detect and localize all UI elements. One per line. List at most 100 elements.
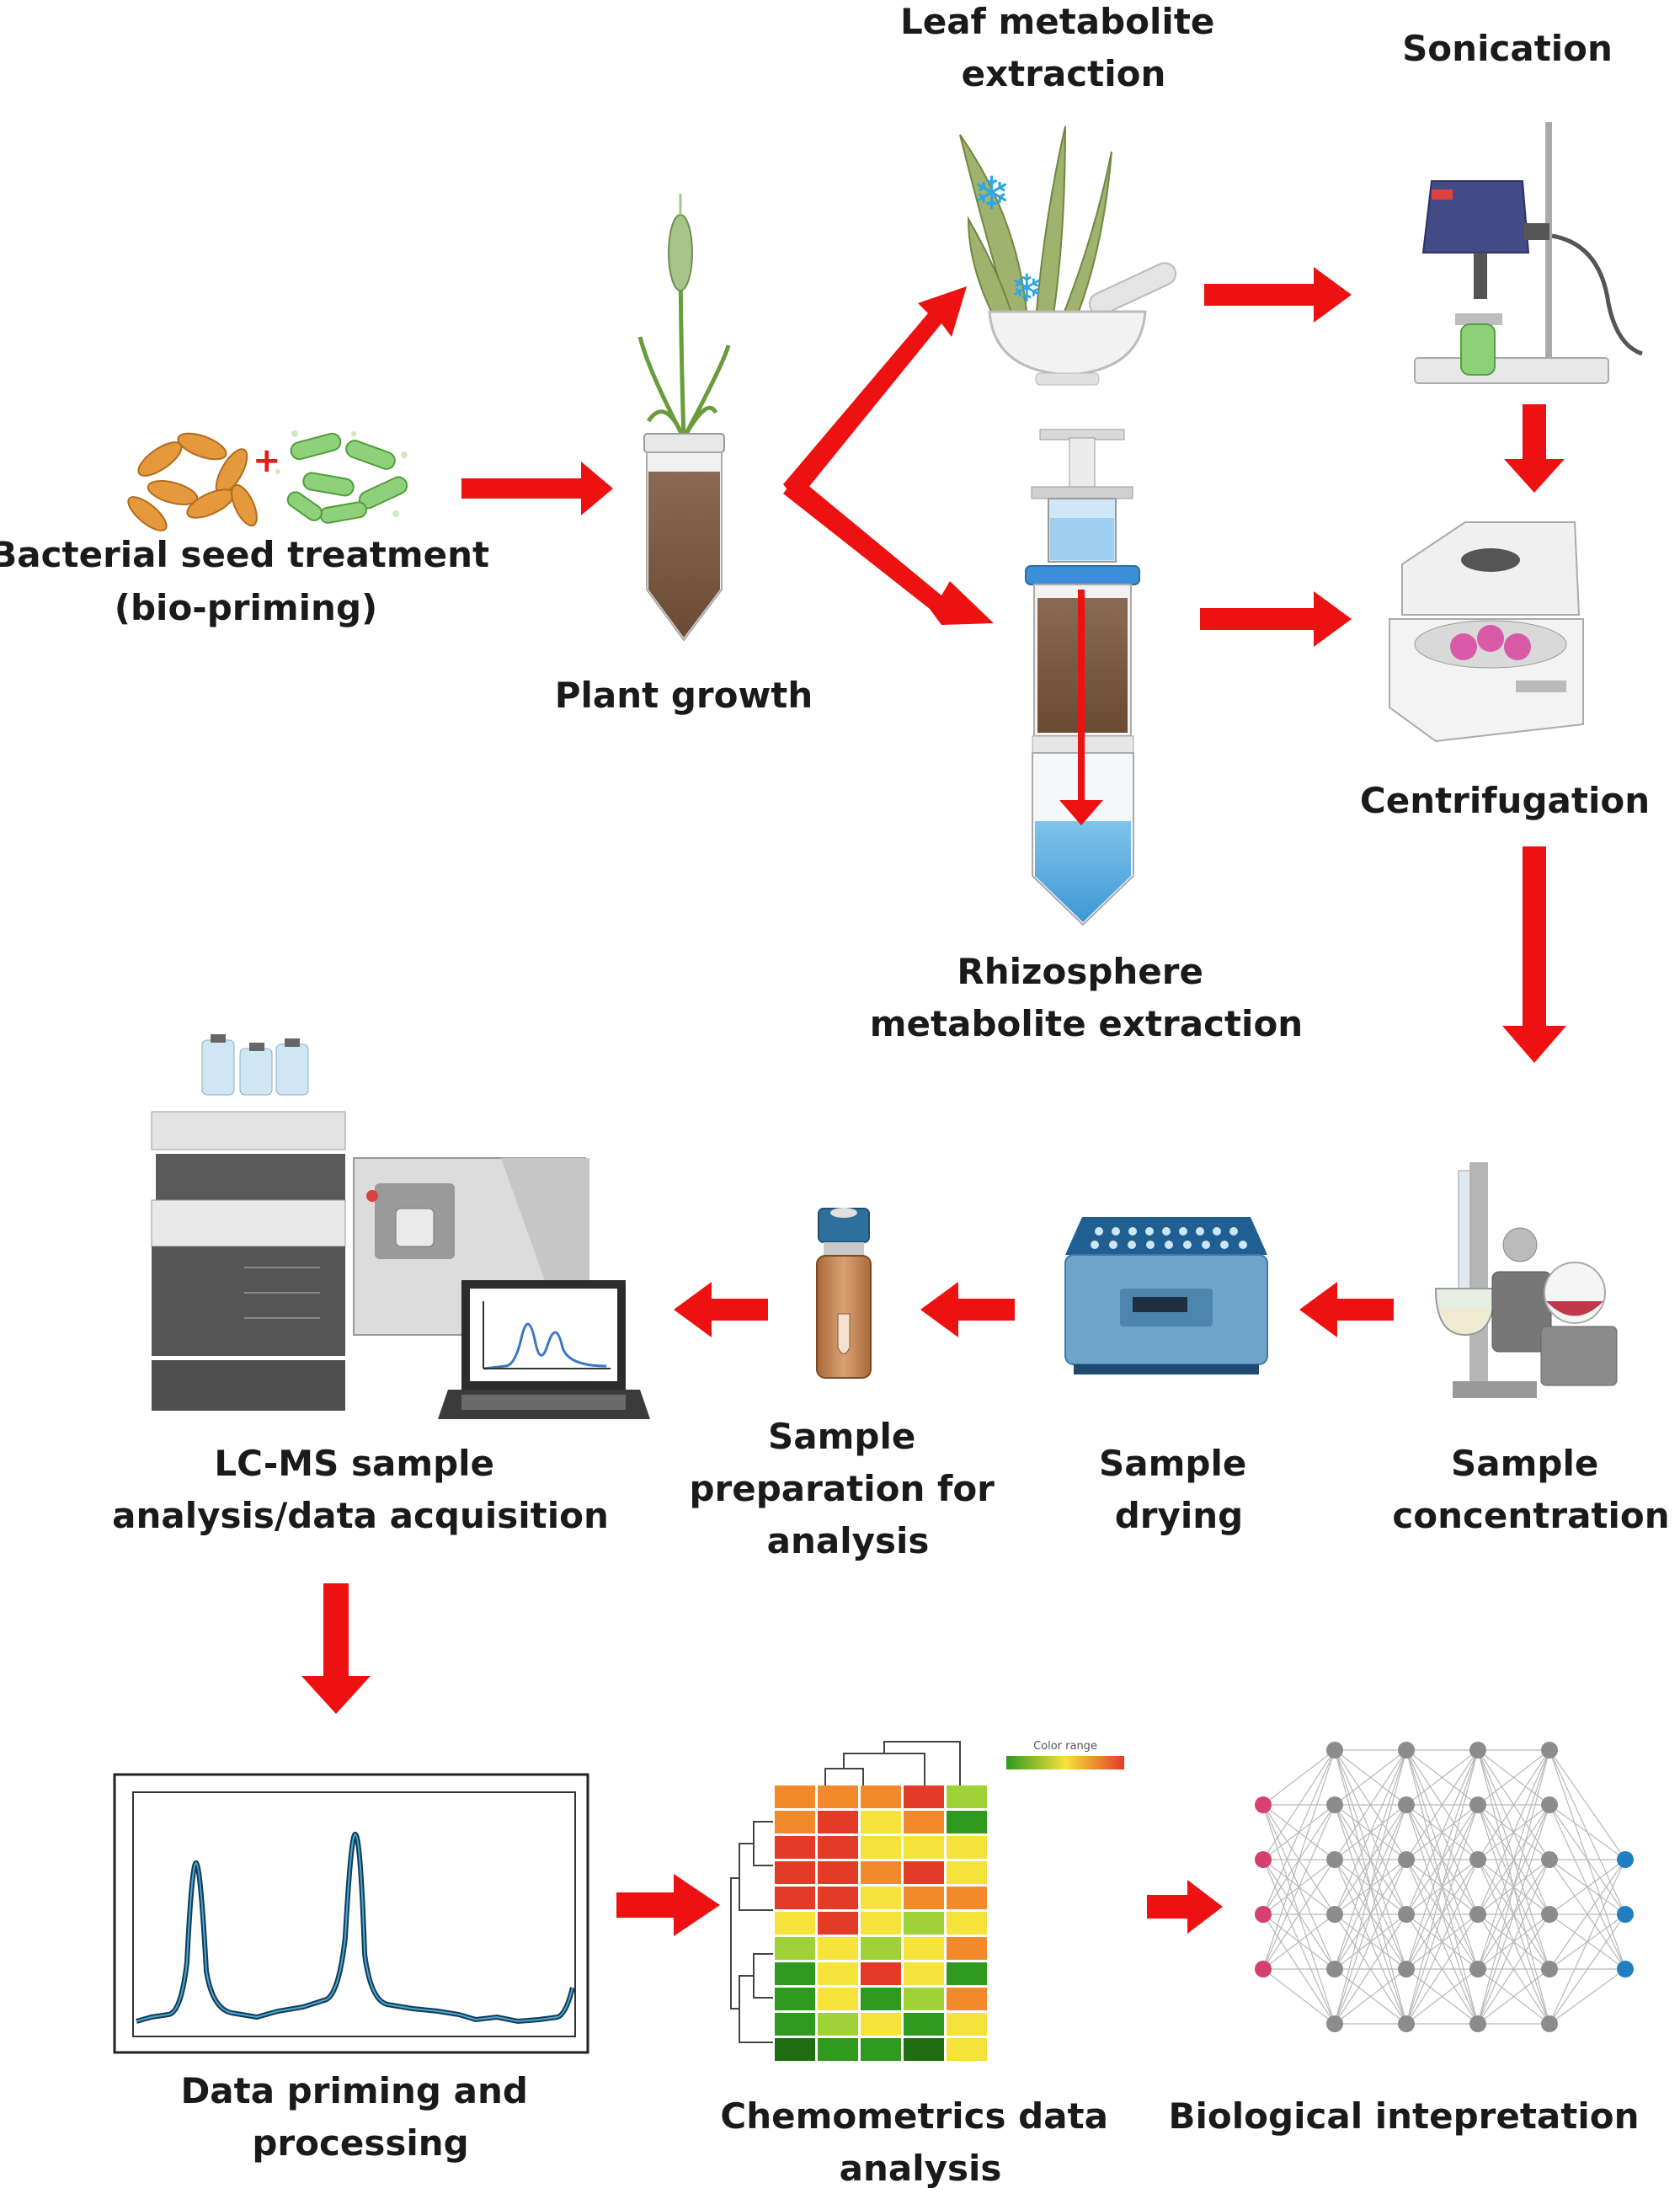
- label-biological: Biological intepretation: [1168, 2095, 1639, 2137]
- nn-node: [1541, 1851, 1558, 1868]
- arrow-plant-to-leaf: [783, 286, 967, 502]
- nn-connection: [1477, 1804, 1550, 2025]
- svg-text:❄: ❄: [973, 167, 1011, 220]
- nn-connection: [1334, 1859, 1407, 2025]
- nn-connection: [1262, 1749, 1336, 1915]
- nn-connection: [1405, 1749, 1479, 1860]
- heatmap-cell: [861, 2038, 901, 2061]
- chromatogram-icon: [113, 1773, 589, 2054]
- nn-connection: [1334, 1968, 1407, 2025]
- nn-node: [1255, 1851, 1272, 1868]
- nn-connection: [1477, 1749, 1550, 1860]
- nn-node: [1326, 1742, 1343, 1759]
- nn-node: [1541, 1906, 1558, 1923]
- label-data-processing: Data priming and processing: [180, 2070, 540, 2164]
- heatmap-cell: [904, 1785, 944, 1808]
- arrow-data-to-chemometrics: [616, 1874, 720, 1936]
- nn-node: [1255, 1961, 1272, 1977]
- heatmap-cell: [775, 1811, 815, 1833]
- nn-connection: [1549, 1859, 1626, 1970]
- nn-node: [1469, 1961, 1486, 1977]
- heatmap-cell: [818, 1887, 858, 1909]
- sample-vial-icon: [816, 1208, 872, 1379]
- arrow-drying-to-preparation: [920, 1282, 1015, 1337]
- nn-connection: [1477, 1859, 1550, 2025]
- nn-node: [1541, 1961, 1558, 1977]
- heatmap-cell: [818, 1811, 858, 1833]
- heatmap-cell: [861, 1912, 901, 1935]
- heatmap-cell: [818, 1861, 858, 1884]
- heatmap-grid: [775, 1785, 987, 2061]
- label-centrifugation: Centrifugation: [1360, 780, 1650, 821]
- nn-connection: [1334, 1804, 1407, 2025]
- heatmap-cell: [861, 1811, 901, 1833]
- nn-connection: [1549, 1859, 1626, 2025]
- heatmap-cell: [904, 1962, 944, 1985]
- nn-node: [1398, 1742, 1415, 1759]
- sonicator-icon: [1414, 122, 1643, 384]
- nn-connection: [1262, 1749, 1336, 1806]
- nn-connection: [1334, 1749, 1407, 1970]
- nn-connection: [1477, 1749, 1550, 2025]
- nn-node: [1326, 1961, 1343, 1977]
- nn-connection: [1549, 1913, 1626, 2025]
- heatmap-cell: [947, 1937, 987, 1960]
- nn-connection: [1549, 1804, 1626, 1860]
- svg-text:❄: ❄: [1011, 265, 1043, 311]
- heatmap-cell: [861, 1988, 901, 2010]
- nn-node: [1255, 1906, 1272, 1923]
- heatmap-cell: [775, 1912, 815, 1935]
- nn-node: [1398, 1851, 1415, 1868]
- label-chemometrics: Chemometrics data analysis: [720, 2095, 1120, 2189]
- heatmap-cell: [904, 1861, 944, 1884]
- nn-node: [1398, 1906, 1415, 1923]
- heatmap-cell: [775, 2038, 815, 2061]
- heatmap-cell: [775, 1836, 815, 1859]
- heatmap-cell: [775, 1988, 815, 2010]
- heatmap-cell: [947, 1912, 987, 1935]
- nn-node: [1469, 1742, 1486, 1759]
- heatmap-cell: [818, 1988, 858, 2010]
- heatmap-cell: [818, 2038, 858, 2061]
- nn-connection: [1405, 1913, 1479, 2025]
- heatmap-cell: [818, 1937, 858, 1960]
- heatmap-cell: [861, 1887, 901, 1909]
- heatmap-cell: [904, 1937, 944, 1960]
- nn-node: [1469, 1906, 1486, 1923]
- nn-node: [1541, 1742, 1558, 1759]
- heatmap-cell: [818, 1836, 858, 1859]
- label-lcms: LC-MS sample analysis/data acquisition: [112, 1443, 609, 1536]
- heatmap-cell: [775, 1937, 815, 1960]
- label-sample-preparation: Sample preparation for analysis: [689, 1416, 1006, 1561]
- heatmap-cell: [775, 1962, 815, 1985]
- nn-node: [1469, 1851, 1486, 1868]
- nn-node: [1617, 1851, 1634, 1868]
- plant-tube-icon: [637, 194, 731, 642]
- heatmap-cell: [947, 2013, 987, 2036]
- nn-connection: [1262, 1968, 1336, 2025]
- svg-text:+: +: [253, 441, 281, 480]
- heatmap-cell: [818, 1912, 858, 1935]
- heatmap-cell: [947, 1836, 987, 1859]
- heatmap-cell: [861, 2013, 901, 2036]
- lcms-instrument-icon: [151, 1034, 650, 1419]
- heatmap-cell: [861, 1861, 901, 1884]
- heatmap-icon: Color range: [730, 1740, 1124, 2061]
- syringe-filter-icon: [1025, 429, 1140, 926]
- nn-connection: [1262, 1749, 1336, 1860]
- nn-node: [1326, 1906, 1343, 1923]
- flow-arrows: [301, 267, 1566, 1936]
- heatmap-cell: [947, 1962, 987, 1985]
- nn-connection: [1405, 1749, 1479, 2025]
- nn-connection: [1262, 1913, 1336, 1970]
- label-sample-drying: Sample drying: [1099, 1443, 1259, 1536]
- nn-connection: [1262, 1859, 1336, 1970]
- neural-network-icon: [1255, 1742, 1634, 2032]
- nn-node: [1541, 1796, 1558, 1813]
- label-sonication: Sonication: [1402, 28, 1613, 69]
- heatmap-cell: [775, 1887, 815, 1909]
- nn-connection: [1405, 1968, 1479, 2025]
- arrow-seed-to-plant: [461, 462, 613, 515]
- nn-connection: [1334, 1749, 1407, 1915]
